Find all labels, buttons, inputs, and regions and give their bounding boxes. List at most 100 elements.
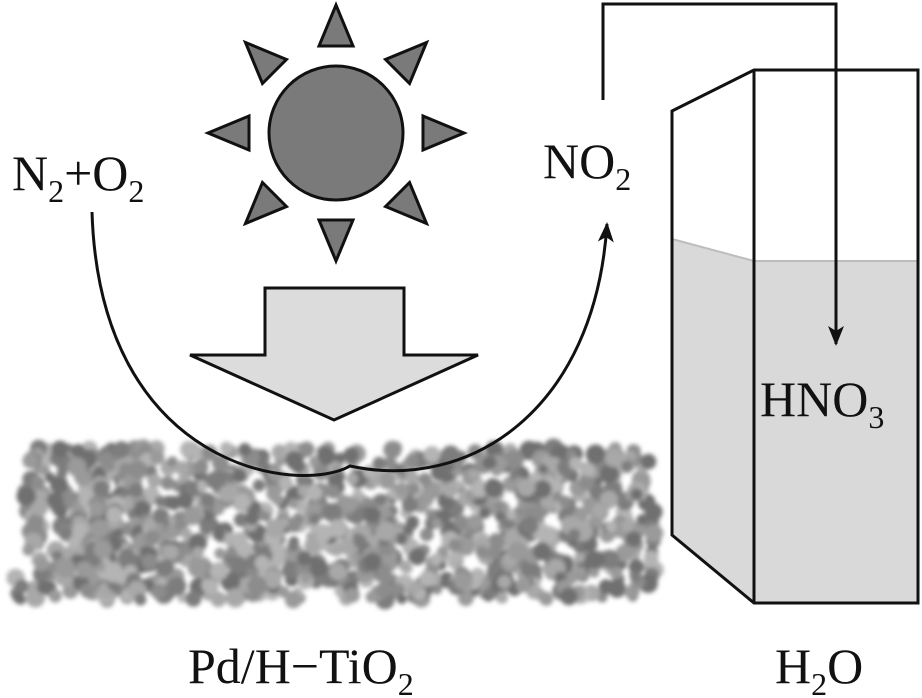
catalyst-particle — [345, 587, 360, 603]
catalyst-particle — [180, 440, 198, 458]
catalyst-particle — [644, 524, 664, 543]
catalyst-particle — [390, 582, 406, 598]
catalyst-particle — [209, 561, 229, 581]
catalyst-particle — [218, 485, 237, 503]
down-arrow-icon — [189, 286, 479, 422]
catalyst-particle — [103, 562, 124, 583]
catalyst-particle — [30, 475, 45, 490]
catalyst-particle — [467, 513, 484, 531]
catalyst-particle — [152, 507, 168, 524]
catalyst-particle — [59, 526, 73, 540]
sun-ray — [382, 39, 430, 87]
catalyst-particle-layer — [6, 438, 664, 610]
beaker-water — [672, 239, 918, 603]
catalyst-particle — [34, 557, 49, 572]
catalyst-particle — [484, 478, 504, 498]
catalyst-particle — [176, 492, 194, 510]
catalyst-particle — [155, 557, 175, 577]
sun-ray — [204, 113, 251, 153]
catalyst-particle — [457, 590, 474, 607]
catalyst-particle — [504, 449, 525, 470]
catalyst-particle — [604, 448, 624, 468]
catalyst-particle — [574, 552, 586, 564]
catalyst-particle — [343, 447, 360, 463]
catalyst-particle — [643, 550, 659, 566]
catalyst-particle — [272, 493, 284, 506]
catalyst-particle — [128, 482, 144, 498]
catalyst-particle — [183, 506, 203, 526]
catalyst-particle — [232, 468, 247, 483]
catalyst-particle — [183, 480, 199, 495]
catalyst-particle — [192, 546, 204, 559]
catalyst-particle — [287, 540, 299, 552]
catalyst-particle — [513, 542, 528, 557]
catalyst-particle — [233, 493, 251, 511]
catalyst-particle — [291, 512, 305, 526]
catalyst-particle — [199, 492, 215, 508]
catalyst-particle — [519, 516, 539, 535]
catalyst-particle — [370, 476, 382, 488]
catalyst-particle — [306, 485, 323, 501]
catalyst-particle — [533, 480, 552, 499]
catalyst-particle — [482, 455, 497, 470]
catalyst-particle — [174, 460, 189, 476]
catalyst-particle — [271, 444, 287, 460]
catalyst-particle — [475, 545, 488, 558]
catalyst-particle — [22, 543, 35, 556]
catalyst-particle — [568, 528, 581, 541]
catalyst-particle — [333, 470, 346, 483]
catalyst-particle — [188, 533, 208, 553]
catalyst-particle — [418, 472, 432, 487]
gas-transfer-arrow — [601, 2, 844, 346]
catalyst-particle — [284, 591, 302, 609]
catalyst-particle — [430, 553, 443, 565]
catalyst-particle — [419, 570, 436, 587]
sun-rays — [204, 1, 468, 265]
catalyst-particle — [167, 576, 187, 596]
catalyst-particle — [560, 587, 578, 606]
catalyst-particle — [180, 527, 193, 540]
catalyst-particle — [408, 580, 422, 595]
catalyst-particle — [605, 521, 617, 533]
catalyst-particle — [247, 575, 268, 596]
catalyst-particle — [398, 560, 411, 573]
catalyst-particle — [585, 444, 606, 465]
catalyst-particle — [212, 454, 229, 472]
catalyst-particle — [74, 468, 91, 486]
catalyst-particle — [199, 520, 214, 535]
catalyst-particle — [75, 561, 93, 578]
catalyst-particle — [541, 454, 552, 466]
catalyst-particle — [419, 527, 434, 542]
beaker-outline — [670, 68, 920, 605]
catalyst-particle — [609, 566, 623, 580]
catalyst-particle — [219, 441, 233, 455]
catalyst-particle — [206, 470, 227, 490]
catalyst-particle — [225, 588, 245, 608]
catalyst-particle — [559, 495, 572, 508]
catalyst-particle — [16, 486, 36, 507]
catalyst-particle — [478, 506, 491, 519]
catalyst-particle — [405, 515, 420, 529]
catalyst-particle — [103, 459, 116, 472]
catalyst-particle — [22, 453, 38, 469]
catalyst-particle — [93, 539, 113, 559]
catalyst-particle — [13, 592, 25, 604]
catalyst-particle — [118, 462, 132, 476]
catalyst-particle — [112, 441, 131, 459]
catalyst-particle — [67, 536, 81, 549]
catalyst-particle — [317, 447, 336, 466]
catalyst-particle — [201, 576, 220, 595]
catalyst-particle — [506, 510, 517, 521]
catalyst-particle — [353, 534, 367, 548]
catalyst-particle — [51, 440, 69, 458]
catalyst-particle — [154, 495, 167, 508]
catalyst-particle — [134, 593, 147, 606]
catalyst-particle — [48, 589, 62, 603]
catalyst-particle — [352, 488, 363, 499]
catalyst-particle — [92, 480, 110, 498]
sun-ray — [316, 218, 356, 265]
catalyst-particle — [621, 519, 634, 533]
catalyst-particle — [537, 525, 557, 546]
catalyst-particle — [106, 506, 123, 523]
